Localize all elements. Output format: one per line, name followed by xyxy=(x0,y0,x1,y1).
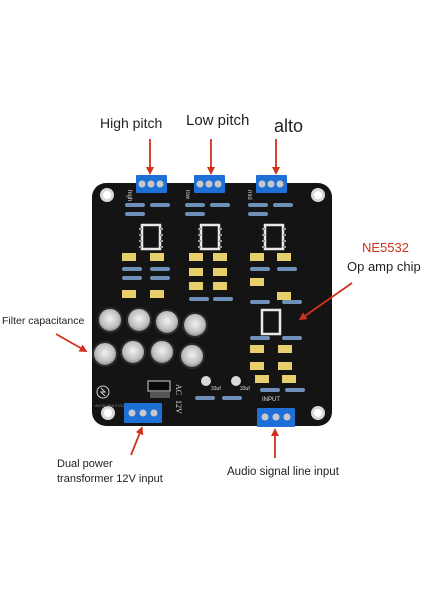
dual-power-label: Dual power xyxy=(57,458,113,470)
filter-capacitance-label: Filter capacitance xyxy=(2,315,85,327)
audio-signal-label: Audio signal line input xyxy=(227,466,339,478)
ic-pins xyxy=(139,228,286,248)
low-pitch-label: Low pitch xyxy=(186,112,250,129)
silk-input: INPUT xyxy=(262,397,280,403)
terminal-high xyxy=(136,175,167,193)
terminal-mid xyxy=(256,175,287,193)
silk-12v: 12V xyxy=(174,400,183,414)
terminal-power xyxy=(124,403,162,423)
silk-cap-1: 33uf xyxy=(211,386,221,392)
resistors-top xyxy=(125,203,293,216)
film-capacitors xyxy=(122,253,296,383)
silk-cap-2: 33uf xyxy=(240,386,250,392)
ic-sockets xyxy=(140,223,285,336)
arrow-power xyxy=(130,426,144,456)
arrow-filter xyxy=(55,333,88,352)
silk-mid: mid xyxy=(246,190,252,200)
terminal-input xyxy=(257,408,295,427)
silk-high: high xyxy=(126,190,132,201)
silk-low: low xyxy=(184,190,190,200)
transformer-input-label: transformer 12V input xyxy=(57,473,163,485)
op-amp-chip-label: Op amp chip xyxy=(347,259,421,274)
mounting-holes xyxy=(100,188,325,420)
terminal-low xyxy=(194,175,225,193)
alto-label: alto xyxy=(274,116,304,136)
electrolytic-capacitors xyxy=(92,307,241,386)
high-pitch-label: High pitch xyxy=(100,115,163,131)
power-section xyxy=(96,380,171,399)
silk-board-code: AC2S 2BA 27/12 ASMA xyxy=(95,403,138,408)
arrow-ne5532 xyxy=(298,282,353,321)
callout-arrows xyxy=(55,139,353,458)
resistors-mid xyxy=(122,267,305,400)
pcb-board xyxy=(92,183,332,426)
silk-ac: AC xyxy=(174,384,183,395)
ne5532-label: NE5532 xyxy=(362,240,409,255)
